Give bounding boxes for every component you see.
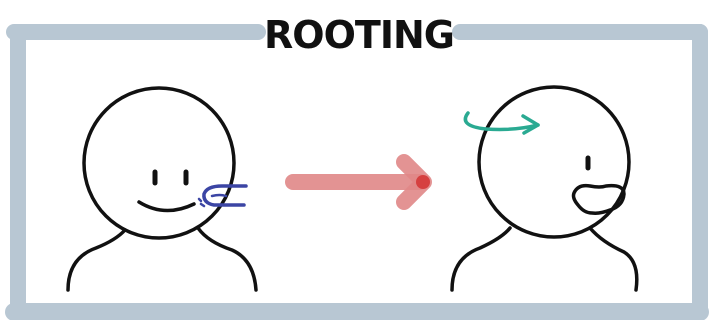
right-figure <box>452 87 637 290</box>
turn-arrow-head <box>523 116 538 133</box>
left-figure <box>68 88 256 290</box>
touch-mark-2 <box>201 204 204 206</box>
turn-arrow-curve <box>465 113 538 130</box>
arrow-tip <box>416 175 430 189</box>
left-smile <box>139 202 194 211</box>
touch-mark-1 <box>199 199 201 201</box>
diagram-title: ROOTING <box>264 13 454 57</box>
finger-knuckle <box>212 195 226 196</box>
left-head <box>84 88 234 238</box>
transition-arrow <box>293 162 430 202</box>
frame <box>14 32 700 312</box>
right-head <box>479 87 629 237</box>
turn-arrow-icon <box>465 113 538 133</box>
open-mouth <box>574 186 625 214</box>
